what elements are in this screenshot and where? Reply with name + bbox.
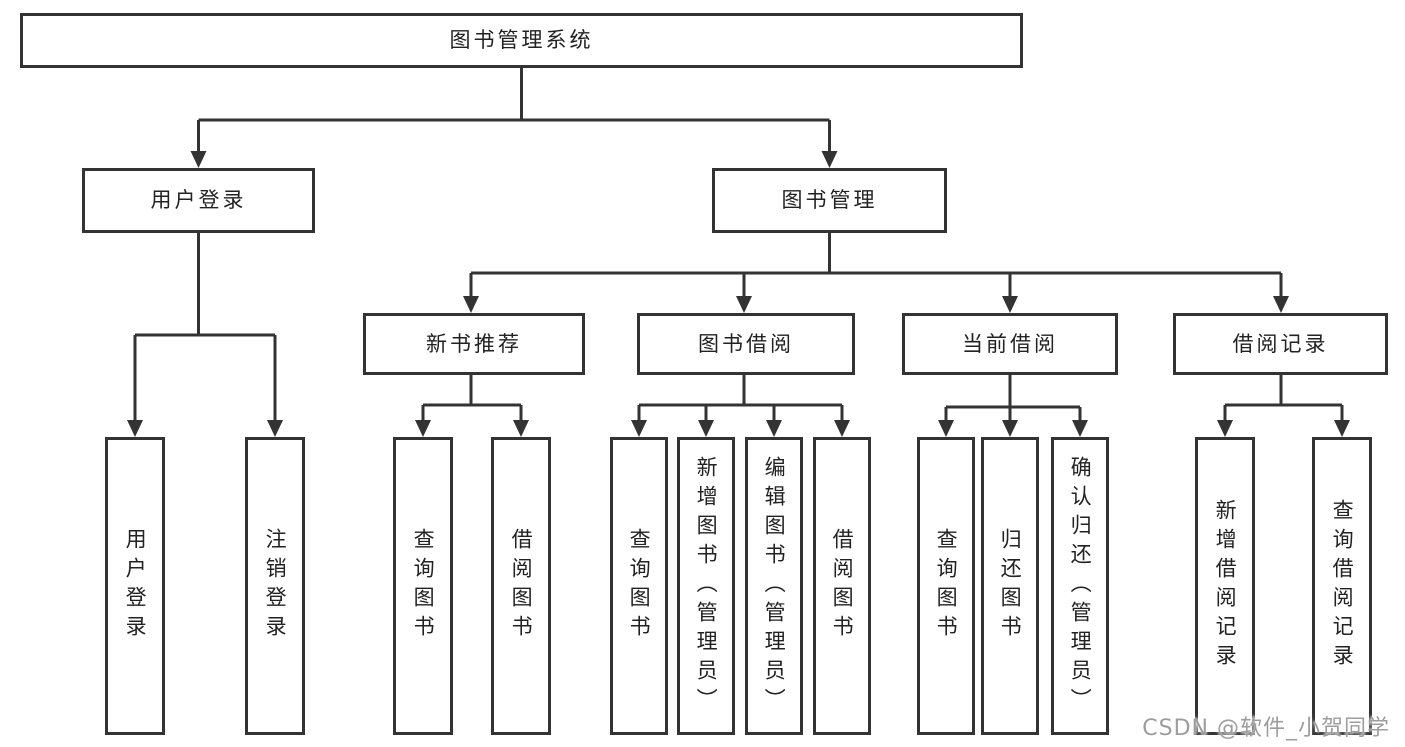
node-leaf-query-borrow-record: 查询借阅记录 <box>1312 437 1372 735</box>
node-leaf-query-books-current: 查询图书 <box>917 437 975 735</box>
node-leaf-confirm-return-admin: 确认归还（管理员） <box>1051 437 1109 735</box>
node-leaf-user-login: 用户登录 <box>105 437 165 735</box>
node-leaf-add-books-admin: 新增图书（管理员） <box>677 437 735 735</box>
node-library-management-system: 图书管理系统 <box>20 13 1023 68</box>
node-book-management: 图书管理 <box>712 168 947 233</box>
node-leaf-borrow-books: 借阅图书 <box>813 437 871 735</box>
node-current-borrowing: 当前借阅 <box>902 313 1118 375</box>
node-borrowing-records: 借阅记录 <box>1173 313 1388 375</box>
csdn-watermark: CSDN @软件_小贺同学 <box>1142 716 1390 741</box>
node-leaf-logout: 注销登录 <box>245 437 305 735</box>
node-leaf-edit-books-admin: 编辑图书（管理员） <box>745 437 803 735</box>
node-leaf-return-books: 归还图书 <box>981 437 1039 735</box>
node-new-book-recommendation: 新书推荐 <box>363 313 585 375</box>
node-leaf-borrow-books-rec: 借阅图书 <box>491 437 551 735</box>
node-book-borrowing: 图书借阅 <box>637 313 855 375</box>
node-leaf-add-borrow-record: 新增借阅记录 <box>1195 437 1255 735</box>
node-user-login: 用户登录 <box>82 168 315 233</box>
node-leaf-query-books-borrow: 查询图书 <box>610 437 668 735</box>
node-leaf-query-books-rec: 查询图书 <box>393 437 453 735</box>
